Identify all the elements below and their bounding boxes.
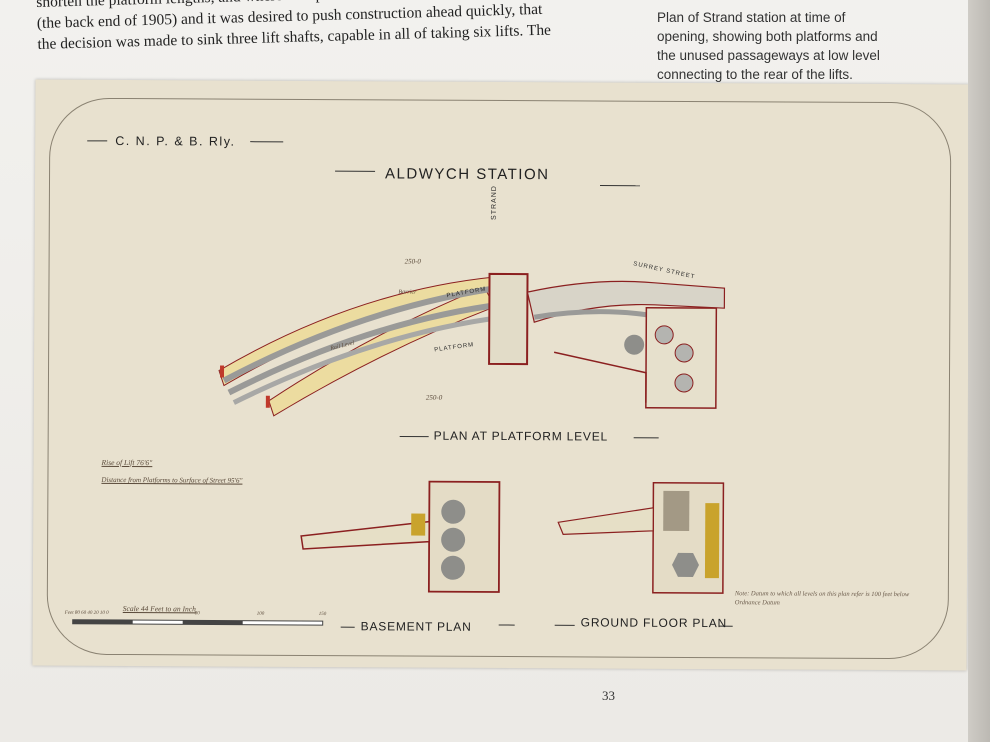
distance-note: Distance from Platforms to Surface of St… — [101, 475, 243, 485]
caption-line: the unused passageways at low level — [657, 48, 880, 63]
scale-label: Scale 44 Feet to an Inch — [122, 604, 196, 614]
figure-caption: Plan of Strand station at time of openin… — [657, 8, 917, 84]
platform-level-title: PLAN AT PLATFORM LEVEL — [433, 428, 609, 444]
ground-floor-plan-drawing — [557, 482, 725, 594]
scale-tick: 100 — [256, 611, 265, 617]
body-paragraph: shorten the platform lengths, and where … — [36, 0, 638, 55]
radius-label-bottom: 250-0 — [425, 393, 443, 402]
rise-of-lift-note: Rise of Lift 76'6" — [101, 457, 153, 468]
strand-label: STRAND — [490, 185, 498, 220]
page-number: 33 — [602, 688, 615, 703]
scale-tick: 150 — [318, 612, 327, 618]
scale-tick: 80 — [194, 611, 200, 617]
railway-name: C. N. P. & B. Rly. — [115, 133, 236, 149]
plan-drawing — [72, 140, 733, 628]
plan-title: ALDWYCH STATION — [385, 165, 550, 184]
ground-floor-plan-title: GROUND FLOOR PLAN — [580, 615, 728, 631]
datum-note: Note: Datum to which all levels on this … — [734, 590, 910, 607]
caption-line: Plan of Strand station at time of — [657, 10, 846, 25]
scale-tick-feet: Feet 80 60 40 20 10 0 — [64, 610, 109, 616]
barrier-label: Barrier — [398, 289, 417, 296]
basement-plan-title: BASEMENT PLAN — [360, 619, 472, 634]
scale-bar — [72, 619, 324, 626]
basement-plan-drawing — [300, 480, 501, 593]
caption-line: connecting to the rear of the lifts. — [657, 67, 853, 82]
platform-level-drawing — [218, 272, 726, 417]
book-page: shorten the platform lengths, and where … — [0, 0, 970, 742]
station-plan-plate: C. N. P. & B. Rly. ALDWYCH STATION PLAN … — [32, 79, 970, 671]
page-edge — [968, 0, 990, 742]
radius-label-top: 250-0 — [404, 257, 421, 266]
caption-line: opening, showing both platforms and — [657, 29, 878, 44]
